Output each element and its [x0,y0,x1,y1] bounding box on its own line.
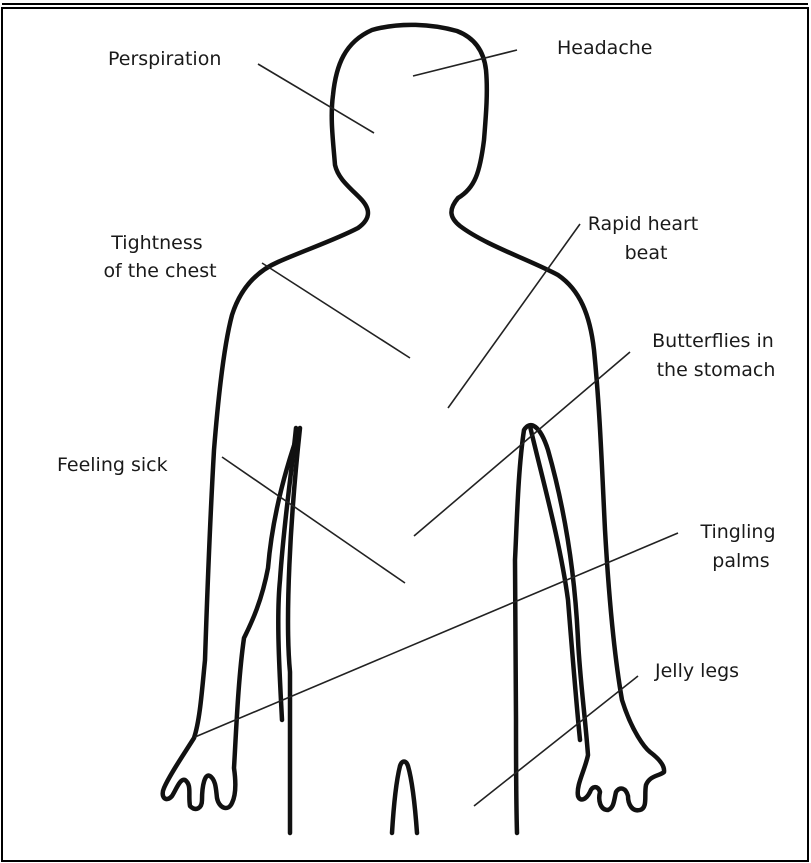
leader-headache [413,50,517,76]
label-tightness-line-1: Tightness [110,232,202,254]
label-tingling-line-1: Tingling [699,521,775,543]
leader-butterflies [414,352,630,536]
leader-jelly-legs [474,676,638,806]
label-tightness-line-2: of the chest [103,260,216,282]
leader-rapid-heart [448,224,580,408]
label-jelly-legs: Jelly legs [654,660,739,682]
leader-tightness [262,263,410,358]
label-rapid-heart-line-1: Rapid heart [588,213,699,235]
label-tingling: Tingling palms [699,521,781,572]
leader-perspiration [258,64,374,133]
label-butterflies-line-1: Butterflies in [652,330,774,352]
head-torso-arms-outline [163,25,664,833]
label-headache-line-1: Headache [557,37,653,59]
labels: Perspiration Headache Tightness of the c… [57,37,782,682]
label-perspiration: Perspiration [108,48,221,70]
leader-lines [195,50,678,806]
label-feeling-sick-line-1: Feeling sick [57,454,168,476]
figure-frame [2,8,808,861]
label-tightness: Tightness of the chest [103,232,216,282]
body-outline [163,25,664,833]
inner-leg-outline [392,762,417,834]
label-butterflies: Butterflies in the stomach [652,330,780,381]
leader-feeling-sick [222,457,405,583]
label-tingling-line-2: palms [712,550,769,572]
label-rapid-heart-line-2: beat [625,242,668,264]
label-jelly-legs-line-1: Jelly legs [654,660,739,682]
label-perspiration-line-1: Perspiration [108,48,221,70]
label-rapid-heart: Rapid heart beat [588,213,705,264]
label-headache: Headache [557,37,653,59]
label-butterflies-line-2: the stomach [657,359,776,381]
label-feeling-sick: Feeling sick [57,454,168,476]
